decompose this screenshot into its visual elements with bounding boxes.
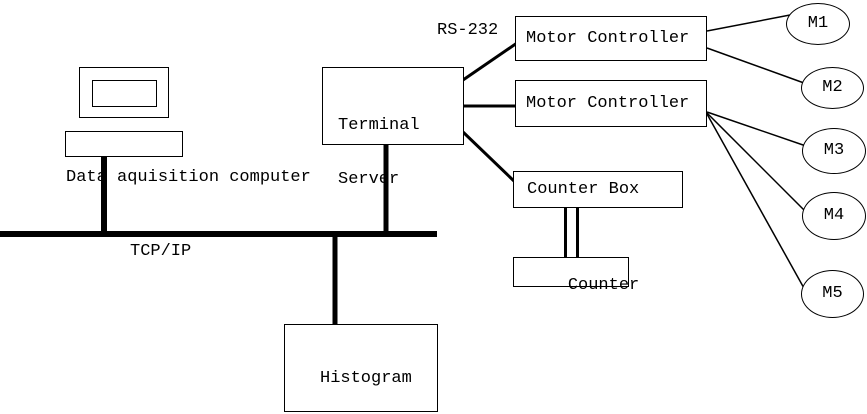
histogram-memory-label-line1: Histogram	[320, 369, 412, 388]
tcpip-bus-label: TCP/IP	[130, 242, 192, 261]
motor-m5-ellipse: M5	[801, 270, 864, 318]
mc-bottom-to-m3-link	[706, 111, 807, 147]
data-acquisition-caption: Data aquisition computer	[66, 168, 311, 187]
terminal-server-label-line1: Terminal	[338, 116, 420, 135]
motor-controller-bottom-label: Motor Controller	[526, 93, 690, 113]
motor-m4-label: M4	[823, 206, 845, 225]
rs232-label: RS-232	[437, 21, 499, 40]
motor-m5-label: M5	[822, 284, 843, 303]
motor-m2-ellipse: M2	[801, 67, 864, 109]
motor-m3-ellipse: M3	[802, 128, 866, 174]
ts-to-mc-top-link	[462, 41, 518, 82]
motor-m1-ellipse: M1	[786, 3, 850, 45]
motor-controller-bottom-box: Motor Controller	[515, 80, 707, 127]
histogram-memory-box: Histogram Memory	[284, 324, 438, 412]
motor-controller-top-box: Motor Controller	[515, 16, 707, 61]
computer-keyboard-icon	[65, 131, 183, 157]
ts-to-counter-box-link	[461, 130, 517, 184]
mc-bottom-to-m4-link	[706, 112, 807, 213]
terminal-server-box: Terminal Server	[322, 67, 464, 189]
counter-box-box: Counter Box	[513, 171, 683, 208]
computer-screen-icon	[92, 80, 157, 107]
mc-top-to-m2-link	[706, 47, 805, 84]
terminal-server-label-line2: Server	[338, 170, 400, 189]
mc-bottom-to-m5-link	[706, 113, 806, 291]
counter-box-small: Counter	[513, 257, 639, 295]
motor-m2-label: M2	[822, 78, 843, 97]
counter-label: Counter	[567, 276, 640, 295]
motor-m1-label: M1	[807, 14, 829, 33]
mc-top-to-m1-link	[706, 14, 791, 32]
motor-controller-top-label: Motor Controller	[526, 28, 690, 48]
motor-m4-ellipse: M4	[802, 192, 866, 240]
counter-box-label: Counter Box	[527, 179, 640, 199]
motor-m3-label: M3	[823, 141, 845, 160]
